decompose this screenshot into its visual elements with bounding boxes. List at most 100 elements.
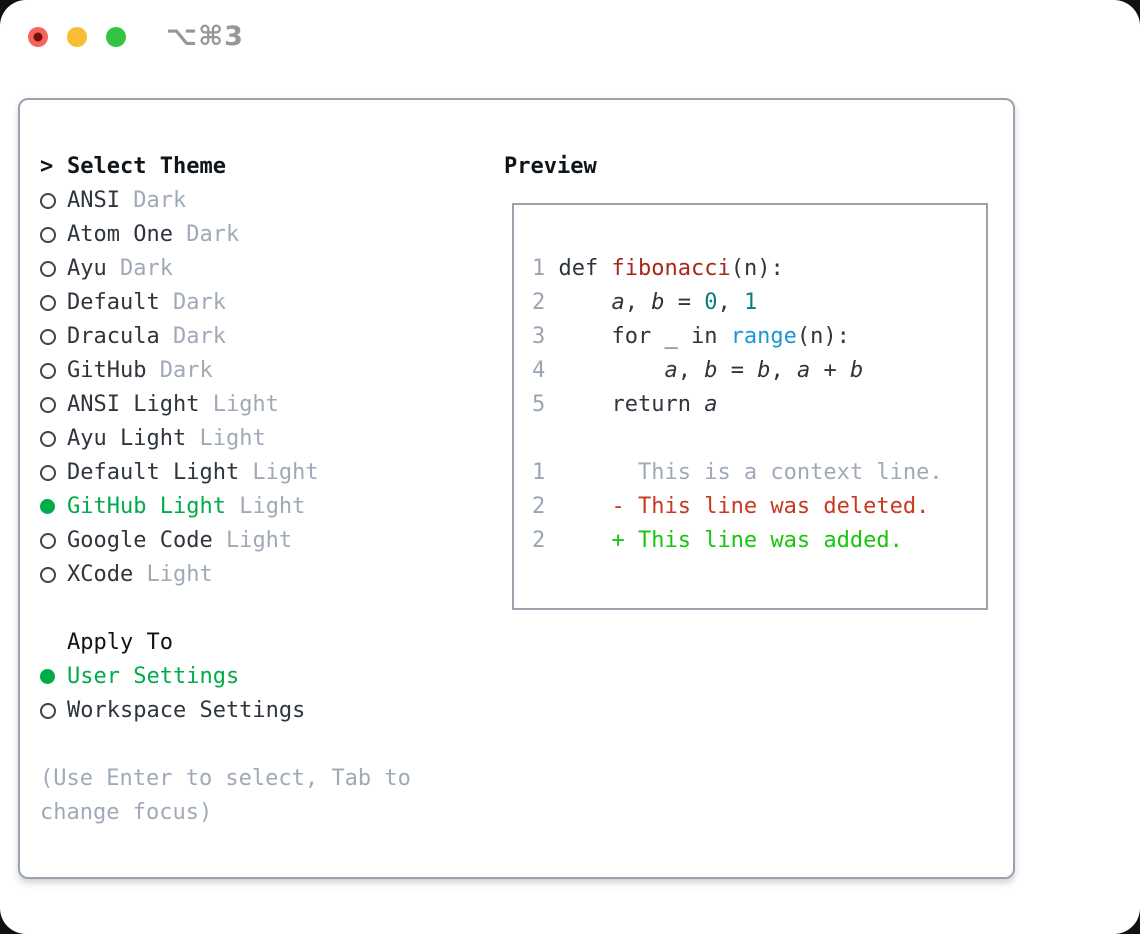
theme-option-default-light[interactable]: Default Light Light <box>40 456 480 490</box>
code-line: 4 a, b = b, a + b <box>532 354 943 388</box>
variant-badge: Light <box>133 562 213 587</box>
apply-option-workspace-settings[interactable]: Workspace Settings <box>40 694 480 728</box>
radio-icon <box>40 329 56 345</box>
radio-icon <box>40 567 56 583</box>
code-token: b <box>757 358 771 383</box>
option-label: Google Code <box>67 528 213 553</box>
line-number: 5 <box>532 392 559 417</box>
option-label: Default <box>67 290 160 315</box>
theme-option-github[interactable]: GitHub Dark <box>40 354 480 388</box>
code-token: b <box>651 290 665 315</box>
code-token: = <box>717 358 758 383</box>
line-number: 2 <box>532 494 559 519</box>
select-theme-header: >Select Theme <box>40 150 480 184</box>
code-token: b <box>849 358 864 383</box>
code-line: 3 for _ in range(n): <box>532 320 943 354</box>
line-number: 1 <box>532 256 559 281</box>
code-token: a <box>664 358 678 383</box>
variant-badge: Dark <box>146 358 213 383</box>
option-label: ANSI Light <box>67 392 200 417</box>
variant-badge: Light <box>212 528 293 553</box>
code-token: fibonacci <box>611 256 731 281</box>
theme-option-google-code[interactable]: Google Code Light <box>40 524 480 558</box>
code-token: (n): <box>730 256 784 281</box>
code-token: 0 <box>704 290 718 315</box>
diff-line: 2 - This line was deleted. <box>532 490 943 524</box>
minimize-button[interactable] <box>67 27 87 47</box>
selected-radio-icon <box>40 499 55 514</box>
radio-icon <box>40 363 56 379</box>
theme-option-ansi-light[interactable]: ANSI Light Light <box>40 388 480 422</box>
variant-badge: Dark <box>172 222 240 247</box>
radio-icon <box>40 193 56 209</box>
line-number: 2 <box>532 528 559 553</box>
radio-icon <box>40 295 56 311</box>
theme-option-atom-one[interactable]: Atom One Dark <box>40 218 480 252</box>
option-label: GitHub Light <box>67 494 226 519</box>
apply-to-header: Apply To <box>67 630 173 655</box>
selected-radio-icon <box>40 669 55 684</box>
code-line: 1 def fibonacci(n): <box>532 252 943 286</box>
radio-icon <box>40 533 56 549</box>
close-button[interactable] <box>28 27 48 47</box>
zoom-button[interactable] <box>106 27 126 47</box>
option-label: ANSI <box>67 188 120 213</box>
theme-option-default[interactable]: Default Dark <box>40 286 480 320</box>
code-token: = <box>664 290 705 315</box>
line-number: 1 <box>532 460 559 485</box>
variant-badge: Light <box>239 460 319 485</box>
radio-icon <box>40 261 56 277</box>
radio-icon <box>40 431 56 447</box>
code-token: (n): <box>796 324 850 349</box>
code-token: b <box>704 358 718 383</box>
apply-option-user-settings[interactable]: User Settings <box>40 660 480 694</box>
radio-icon <box>40 397 56 413</box>
code-token: range <box>730 324 797 349</box>
variant-badge: Dark <box>159 324 226 349</box>
close-dot-icon <box>33 32 43 42</box>
theme-option-ayu-light[interactable]: Ayu Light Light <box>40 422 480 456</box>
option-label: Ayu Light <box>67 426 187 451</box>
diff-line: 1 This is a context line. <box>532 456 943 490</box>
option-label: Dracula <box>67 324 160 349</box>
traffic-lights <box>28 27 126 47</box>
code-token <box>559 290 612 315</box>
code-token: def <box>558 256 612 281</box>
code-token: , <box>770 358 797 383</box>
preview-header: Preview <box>504 154 597 179</box>
window-title: ⌥⌘3 <box>166 21 244 52</box>
code-token: , <box>624 290 652 315</box>
code-line: 2 a, b = 0, 1 <box>532 286 943 320</box>
variant-badge: Light <box>199 392 279 417</box>
theme-option-ansi[interactable]: ANSI Dark <box>40 184 480 218</box>
code-token: a <box>704 392 718 417</box>
theme-option-dracula[interactable]: Dracula Dark <box>40 320 480 354</box>
line-number: 4 <box>532 358 559 383</box>
code-token: for _ in <box>558 324 731 349</box>
code-token: 1 <box>743 290 758 315</box>
line-number: 3 <box>532 324 559 349</box>
radio-icon <box>40 227 56 243</box>
keyboard-hint: (Use Enter to select, Tab to change focu… <box>40 766 411 825</box>
line-number: 2 <box>532 290 559 315</box>
code-token: , <box>717 290 744 315</box>
code-token: This is a context line. <box>558 460 943 485</box>
select-theme-label: Select Theme <box>67 154 226 179</box>
option-label: Workspace Settings <box>67 698 306 723</box>
option-label: Default Light <box>67 460 240 485</box>
code-token: , <box>677 358 705 383</box>
theme-option-ayu[interactable]: Ayu Dark <box>40 252 480 286</box>
theme-option-github-light[interactable]: GitHub Light Light <box>40 490 480 524</box>
theme-option-xcode[interactable]: XCode Light <box>40 558 480 592</box>
option-label: XCode <box>67 562 134 587</box>
radio-icon <box>40 703 56 719</box>
code-line: 5 return a <box>532 388 943 422</box>
code-token: + This line was added. <box>558 528 903 553</box>
option-label: Ayu <box>67 256 107 281</box>
titlebar: ⌥⌘3 <box>0 0 1140 74</box>
